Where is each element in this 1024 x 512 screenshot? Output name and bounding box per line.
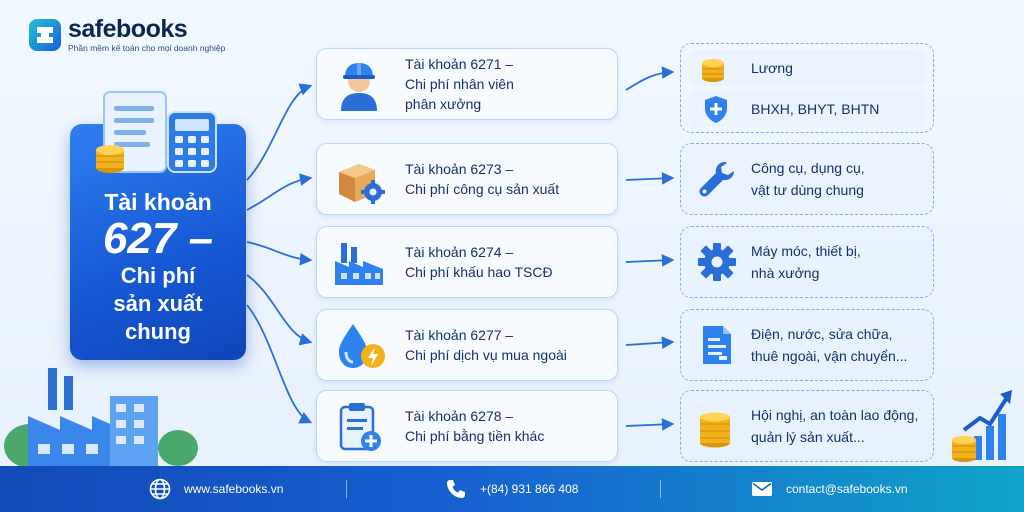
account-6277-card[interactable]: Tài khoản 6277 – Chi phí dịch vụ mua ngo… [316,309,618,381]
account-6273-desc: Chi phí công cụ sản xuất [405,181,560,197]
detail-6278: Hội nghị, an toàn lao động, quản lý sản … [680,390,934,462]
account-6271-desc2: phân xưởng [405,96,482,112]
growth-chart-icon [952,390,1012,462]
detail-6274-line2: nhà xưởng [751,265,820,281]
brand-tagline: Phần mềm kế toán cho mọi doanh nghiệp [68,43,226,53]
phone-icon [447,480,465,498]
detail-salary: Lương [689,50,925,86]
box-gear-icon [339,164,385,204]
mail-icon [752,482,772,496]
factory-icon [335,243,383,285]
wrench-icon [699,162,734,197]
detail-6277-line2: thuê ngoài, vận chuyển... [751,348,908,364]
account-6273-card[interactable]: Tài khoản 6273 – Chi phí công cụ sản xuấ… [316,143,618,215]
account-6271-title: Tài khoản 6271 – [405,56,514,72]
clipboard-plus-icon [339,403,381,451]
main-title-line5: chung [125,319,191,344]
main-title-number: 627 – [102,214,214,263]
footer-website-text: www.safebooks.vn [184,482,284,496]
footer-email-text: contact@safebooks.vn [786,482,908,496]
detail-6278-line2: quản lý sản xuất... [751,429,865,445]
safebooks-logo-icon [29,18,61,51]
footer-bar: www.safebooks.vn +(84) 931 866 408 conta… [0,466,1024,512]
footer-phone[interactable]: +(84) 931 866 408 [444,466,578,512]
account-6278-card[interactable]: Tài khoản 6278 – Chi phí bằng tiền khác [316,390,618,462]
detail-6278-line1: Hội nghị, an toàn lao động, [751,407,919,423]
account-6277-desc: Chi phí dịch vụ mua ngoài [405,347,567,363]
coins-icon [702,59,724,82]
detail-6273-line1: Công cụ, dụng cụ, [751,160,865,176]
main-title-line3: Chi phí [120,263,196,288]
account-6273-title: Tài khoản 6273 – [405,161,514,177]
detail-salary-text: Lương [751,60,793,76]
factory-illustration-icon [4,368,198,466]
detail-6273: Công cụ, dụng cụ, vật tư dùng chung [680,143,934,215]
account-6274-desc: Chi phí khấu hao TSCĐ [405,264,553,280]
account-6274-title: Tài khoản 6274 – [405,244,514,260]
shield-icon [705,96,727,123]
brand-name: safebooks [68,15,188,43]
brand-logo[interactable]: safebooks Phần mềm kế toán cho mọi doanh… [28,16,225,53]
footer-divider [346,480,347,498]
coin-stack-icon [700,412,730,448]
account-6278-title: Tài khoản 6278 – [405,408,514,424]
account-6274-card[interactable]: Tài khoản 6274 – Chi phí khấu hao TSCĐ [316,226,618,298]
footer-email[interactable]: contact@safebooks.vn [750,466,908,512]
detail-6271-group: Lương BHXH, BHYT, BHTN [680,43,934,133]
main-title-line1: Tài khoản [104,189,212,215]
globe-icon [149,478,171,500]
account-6271-card[interactable]: Tài khoản 6271 – Chi phí nhân viên phân … [316,48,618,120]
account-6277-title: Tài khoản 6277 – [405,327,514,343]
detail-6273-line2: vật tư dùng chung [751,182,864,198]
detail-6277-line1: Điện, nước, sửa chữa, [751,326,893,342]
water-energy-icon [339,324,385,368]
account-6278-desc: Chi phí bằng tiền khác [405,428,545,444]
detail-6274: Máy móc, thiết bị, nhà xưởng [680,226,934,298]
footer-website[interactable]: www.safebooks.vn [148,466,283,512]
document-calculator-icon [96,91,217,173]
detail-insurance: BHXH, BHYT, BHTN [689,91,925,127]
footer-phone-text: +(84) 931 866 408 [480,482,579,496]
detail-insurance-text: BHXH, BHYT, BHTN [751,101,880,117]
account-6271-desc: Chi phí nhân viên [405,76,514,92]
detail-6274-line1: Máy móc, thiết bị, [751,243,861,259]
footer-divider-2 [660,480,661,498]
connector-arrows [246,66,675,431]
gear-icon [698,243,736,281]
invoice-document-icon [703,326,731,364]
main-title-line4: sản xuất [113,291,203,316]
worker-icon [341,63,377,111]
detail-6277: Điện, nước, sửa chữa, thuê ngoài, vận ch… [680,309,934,381]
